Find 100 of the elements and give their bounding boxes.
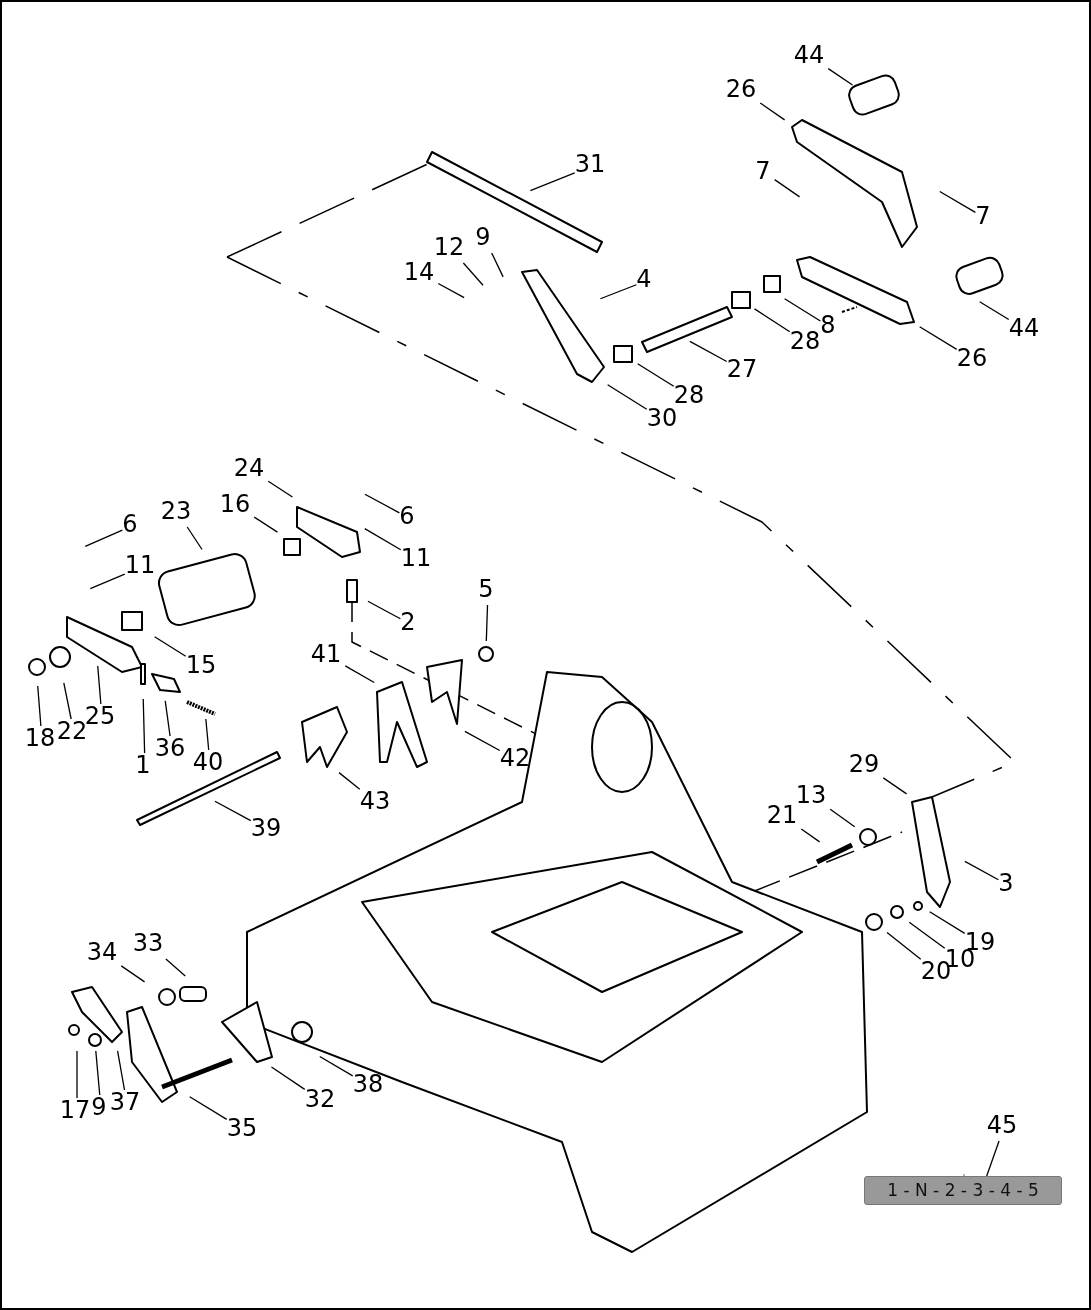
leader-line xyxy=(964,860,999,881)
callout-number: 5 xyxy=(478,576,494,602)
callout-number: 27 xyxy=(726,356,758,382)
callout-number: 13 xyxy=(795,782,827,808)
leader-line xyxy=(939,190,976,213)
leader-line xyxy=(267,480,294,498)
callout-number: 8 xyxy=(820,312,836,338)
callout-number: 1 xyxy=(135,752,151,778)
callout-number: 25 xyxy=(84,703,116,729)
leader-line xyxy=(774,179,801,198)
leader-line xyxy=(76,1050,78,1099)
callout-number: 23 xyxy=(160,498,192,524)
callout-number: 38 xyxy=(352,1071,384,1097)
leader-line xyxy=(464,730,501,752)
leader-line xyxy=(979,301,1010,321)
leader-line xyxy=(800,828,821,843)
leader-line xyxy=(827,67,854,86)
leader-line xyxy=(908,921,946,949)
callout-number: 28 xyxy=(789,328,821,354)
callout-number: 15 xyxy=(185,652,217,678)
callout-number: 44 xyxy=(1008,315,1040,341)
callout-number: 43 xyxy=(359,788,391,814)
leader-line xyxy=(689,340,728,363)
leader-line xyxy=(95,1050,101,1096)
callout-number: 37 xyxy=(109,1089,141,1115)
callout-number: 11 xyxy=(400,545,432,571)
callout-number: 26 xyxy=(956,345,988,371)
leader-line xyxy=(364,493,400,514)
callout-number: 14 xyxy=(403,259,435,285)
callout-number: 7 xyxy=(755,158,771,184)
leader-line xyxy=(89,573,126,590)
callout-number: 24 xyxy=(233,455,265,481)
leader-line xyxy=(599,284,637,300)
leader-line xyxy=(63,682,72,720)
leader-line xyxy=(338,771,361,790)
leader-line xyxy=(97,665,102,705)
callout-number: 39 xyxy=(250,815,282,841)
callout-number: 21 xyxy=(766,802,798,828)
leader-line xyxy=(784,298,821,322)
callout-number: 36 xyxy=(154,735,186,761)
callout-number: 32 xyxy=(304,1086,336,1112)
leader-line xyxy=(344,665,375,684)
leader-line xyxy=(120,965,146,983)
callout-number: 4 xyxy=(636,266,652,292)
leader-line xyxy=(886,931,922,960)
leader-line xyxy=(214,800,252,822)
callout-number: 6 xyxy=(399,503,415,529)
leader-line xyxy=(189,1096,228,1121)
leader-line xyxy=(164,700,171,737)
callout-number: 9 xyxy=(91,1094,107,1120)
leader-line xyxy=(205,718,210,751)
leader-line xyxy=(253,516,279,533)
leader-line xyxy=(186,526,203,551)
callout-number: 3 xyxy=(998,870,1014,896)
callout-number: 7 xyxy=(975,203,991,229)
leader-line xyxy=(485,604,489,642)
callout-number: 9 xyxy=(475,224,491,250)
leader-line xyxy=(462,262,484,286)
callout-number: 35 xyxy=(226,1115,258,1141)
callout-number: 41 xyxy=(310,641,342,667)
leader-line xyxy=(116,1050,126,1091)
leader-line xyxy=(84,529,123,548)
callout-number: 12 xyxy=(433,234,465,260)
callout-number: 45 xyxy=(986,1112,1018,1138)
leader-line xyxy=(37,685,42,727)
callout-number: 26 xyxy=(725,76,757,102)
callout-number: 29 xyxy=(848,751,880,777)
callout-number: 31 xyxy=(574,151,606,177)
leader-line xyxy=(165,958,186,977)
leader-line xyxy=(759,102,786,121)
leader-line xyxy=(437,282,465,299)
callout-number: 18 xyxy=(24,725,56,751)
leader-line xyxy=(607,384,648,410)
leader-line xyxy=(753,308,791,333)
leader-line xyxy=(367,600,401,620)
leader-line xyxy=(319,1055,354,1077)
callout-number: 17 xyxy=(59,1097,91,1123)
leader-line xyxy=(529,172,576,192)
leader-line xyxy=(829,808,856,828)
leader-line xyxy=(154,636,187,657)
leader-line xyxy=(919,326,958,351)
callout-number: 44 xyxy=(793,42,825,68)
callout-number: 30 xyxy=(646,405,678,431)
callout-number: 6 xyxy=(122,511,138,537)
callout-number: 16 xyxy=(219,491,251,517)
callout-number: 42 xyxy=(499,745,531,771)
callout-number: 40 xyxy=(192,749,224,775)
callout-number: 34 xyxy=(86,939,118,965)
callout-number: 28 xyxy=(673,382,705,408)
leader-line xyxy=(882,777,908,795)
leader-line xyxy=(270,1066,306,1091)
leader-line xyxy=(364,527,402,551)
leader-line xyxy=(491,252,504,278)
leader-line xyxy=(142,698,146,754)
callout-number: 11 xyxy=(124,552,156,578)
callout-number: 2 xyxy=(400,609,416,635)
leader-line xyxy=(637,363,675,387)
leader-line xyxy=(929,911,966,934)
gear-shift-pattern-plate: 1 - N - 2 - 3 - 4 - 5 xyxy=(864,1176,1062,1205)
callout-number: 33 xyxy=(132,930,164,956)
